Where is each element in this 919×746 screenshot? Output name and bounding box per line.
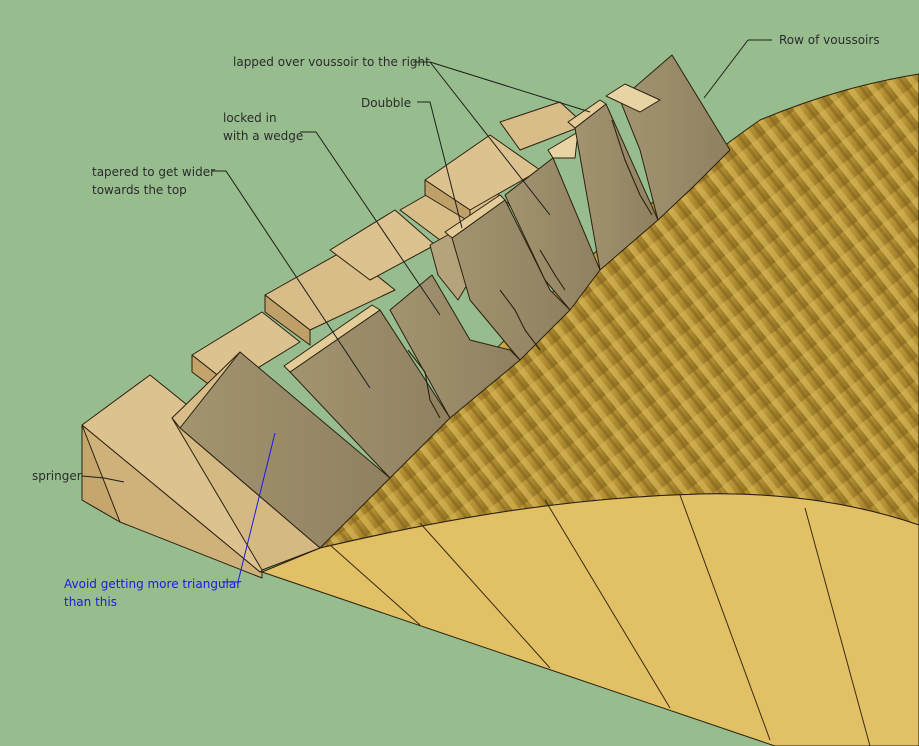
voussoir-1-side <box>171 417 321 571</box>
arch-centering <box>261 73 919 746</box>
label-tapered-2: towards the top <box>92 183 187 197</box>
label-locked-in-1: locked in <box>223 111 277 125</box>
label-locked-in-2: with a wedge <box>223 129 303 143</box>
label-row-of-voussoirs: Row of voussoirs <box>779 33 880 47</box>
annotation-labels: Row of voussoirs lapped over voussoir to… <box>32 33 880 609</box>
label-tapered-1: tapered to get wider <box>92 165 215 179</box>
voussoir-row <box>171 54 731 571</box>
voussoir-5-face <box>504 157 601 311</box>
annotation-leaders <box>81 39 772 583</box>
label-doubble: Doubble <box>361 96 411 110</box>
joint-lines <box>407 119 653 419</box>
centering-lagging-lines <box>329 494 871 746</box>
centering-end-face <box>261 493 919 746</box>
voussoir-3-face <box>389 274 521 419</box>
label-lapped-over: lapped over voussoir to the right <box>233 55 430 69</box>
label-avoid-2: than this <box>64 595 117 609</box>
label-avoid-1: Avoid getting more triangular <box>64 577 241 591</box>
label-springer: springer <box>32 469 82 483</box>
